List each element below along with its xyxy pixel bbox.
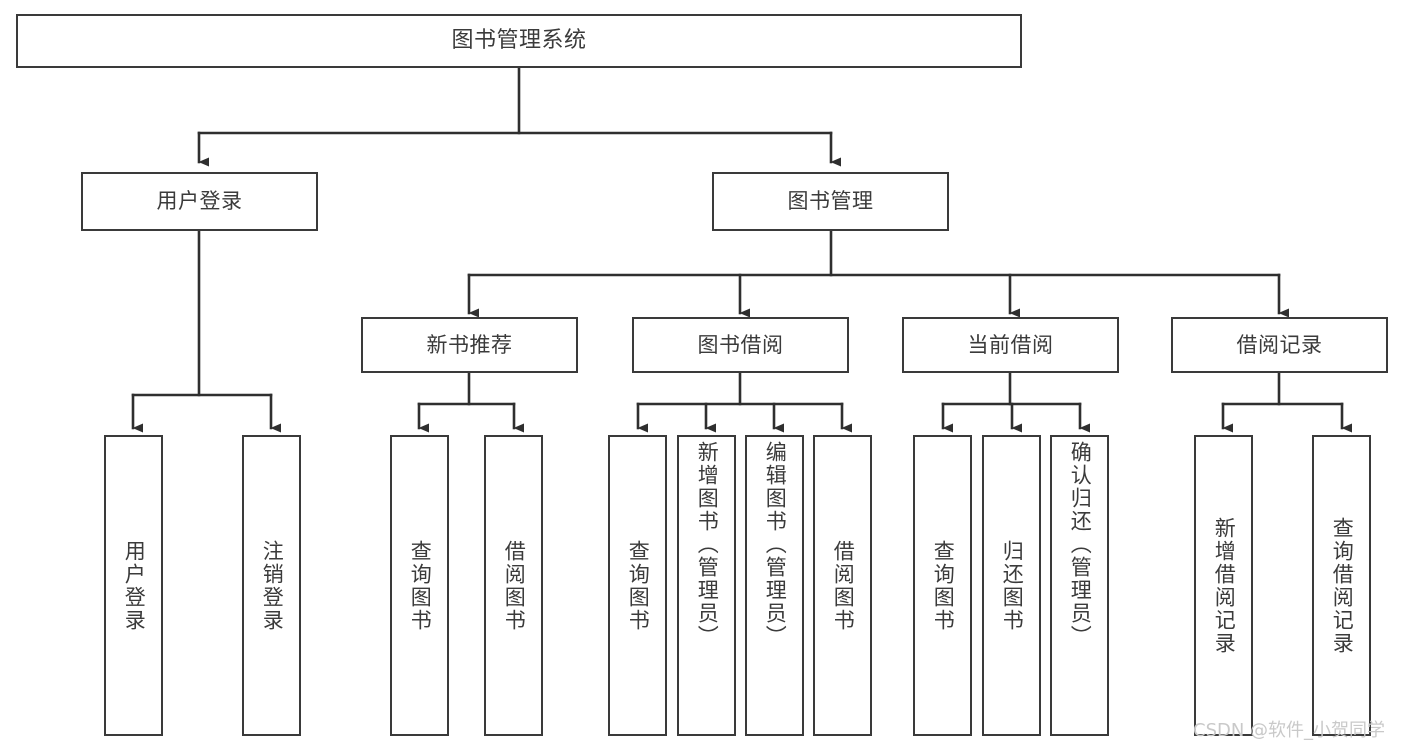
node-new-book-recommend[interactable]: 新书推荐 (361, 317, 578, 373)
node-label: 注销登录 (260, 539, 285, 632)
node-label: 借阅图书 (831, 539, 856, 632)
leaf-user-login-login[interactable]: 用户登录 (104, 435, 163, 736)
leaf-current-borrow-return-book[interactable]: 归还图书 (982, 435, 1041, 736)
node-label: 归还图书 (1000, 539, 1025, 632)
node-label: 编辑图书（管理员） (763, 441, 788, 648)
node-label: 查询借阅记录 (1330, 516, 1355, 655)
node-label: 图书管理 (787, 189, 874, 214)
leaf-current-borrow-query-book[interactable]: 查询图书 (913, 435, 972, 736)
node-root-book-management-system[interactable]: 图书管理系统 (16, 14, 1022, 68)
node-book-borrow[interactable]: 图书借阅 (632, 317, 849, 373)
node-label: 当前借阅 (967, 332, 1054, 357)
node-current-borrow[interactable]: 当前借阅 (902, 317, 1119, 373)
node-label: 借阅图书 (502, 539, 527, 632)
leaf-borrow-record-query-record[interactable]: 查询借阅记录 (1312, 435, 1371, 736)
node-user-login[interactable]: 用户登录 (81, 172, 318, 231)
leaf-book-borrow-query-book[interactable]: 查询图书 (608, 435, 667, 736)
node-label: 用户登录 (156, 189, 243, 214)
csdn-watermark: CSDN @软件_小贺同学 (1193, 720, 1386, 741)
leaf-new-book-borrow-book[interactable]: 借阅图书 (484, 435, 543, 736)
node-label: 查询图书 (626, 539, 651, 632)
node-label: 确认归还（管理员） (1068, 441, 1093, 648)
leaf-book-borrow-borrow-book[interactable]: 借阅图书 (813, 435, 872, 736)
node-label: 新增借阅记录 (1212, 516, 1237, 655)
node-borrow-record[interactable]: 借阅记录 (1171, 317, 1388, 373)
node-label: 图书管理系统 (451, 28, 587, 54)
node-label: 用户登录 (122, 539, 147, 632)
node-label: 查询图书 (931, 539, 956, 632)
leaf-book-borrow-add-book-admin[interactable]: 新增图书（管理员） (677, 435, 736, 736)
node-book-management[interactable]: 图书管理 (712, 172, 949, 231)
leaf-user-login-logout[interactable]: 注销登录 (242, 435, 301, 736)
leaf-current-borrow-confirm-return-admin[interactable]: 确认归还（管理员） (1050, 435, 1109, 736)
leaf-book-borrow-edit-book-admin[interactable]: 编辑图书（管理员） (745, 435, 804, 736)
leaf-new-book-query-book[interactable]: 查询图书 (390, 435, 449, 736)
node-label: 新增图书（管理员） (695, 441, 720, 648)
node-label: 查询图书 (408, 539, 433, 632)
node-label: 图书借阅 (697, 332, 784, 357)
node-label: 借阅记录 (1236, 332, 1323, 357)
leaf-borrow-record-add-record[interactable]: 新增借阅记录 (1194, 435, 1253, 736)
node-label: 新书推荐 (426, 332, 513, 357)
